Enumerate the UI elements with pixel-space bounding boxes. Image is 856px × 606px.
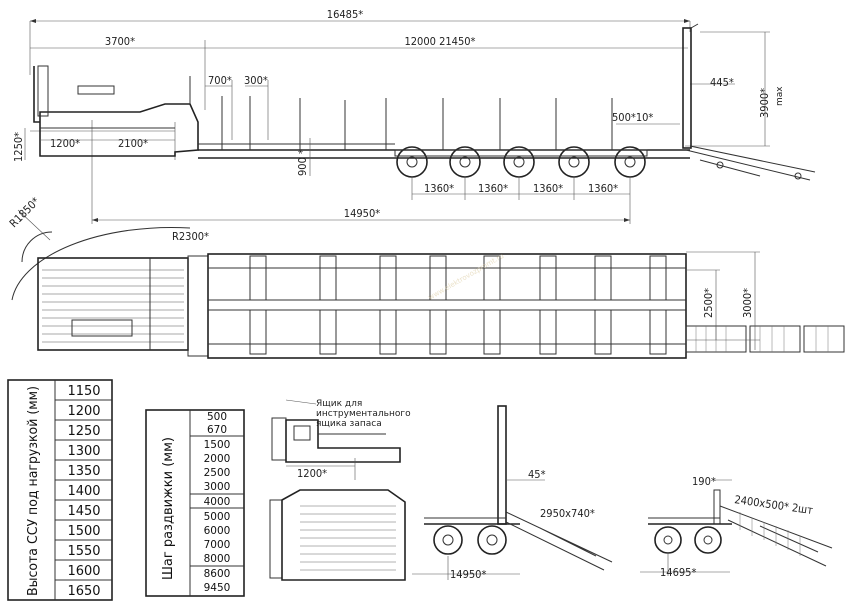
- dim-ramp-size-2: 2400x500* 2шт: [734, 493, 814, 517]
- step-value: 2500: [204, 467, 231, 479]
- step-value: 7000: [204, 539, 231, 551]
- dim-1250: 1250*: [12, 132, 25, 162]
- side-view: 16485* 3700* 12000 21450* 700* 300* 445*…: [12, 8, 816, 224]
- toolbox-note-line2: инструментального: [316, 409, 411, 419]
- dim-turn-radius: R2300*: [172, 230, 209, 243]
- height-value: 1550: [67, 544, 100, 559]
- toolbox-note-line3: ящика запаса: [316, 419, 382, 429]
- step-value: 1500: [204, 439, 231, 451]
- dim-deck-length: 12000 21450*: [404, 35, 475, 48]
- step-value: 500: [207, 411, 227, 423]
- axle-spacing-1: 1360*: [424, 182, 454, 195]
- dim-2100: 2100*: [118, 137, 148, 150]
- toolbox-detail: Ящик для инструментального ящика запаса …: [269, 399, 411, 581]
- axle-spacing-3: 1360*: [533, 182, 563, 195]
- height-table-header: Высота ССУ под нагрузкой (мм): [26, 386, 41, 596]
- step-table: Шаг раздвижки (мм) 500 670 1500 2000 250…: [145, 409, 245, 597]
- step-value: 5000: [204, 511, 231, 523]
- step-value: 670: [207, 424, 227, 436]
- dim-turn-radius-front: R1850*: [7, 195, 42, 230]
- height-value: 1250: [67, 424, 100, 439]
- height-value: 1450: [67, 504, 100, 519]
- height-value: 1200: [67, 404, 100, 419]
- dim-ramp-step: 500*10*: [612, 111, 653, 124]
- axle-spacing-4: 1360*: [588, 182, 618, 195]
- dim-190: 190*: [692, 475, 716, 488]
- dim-1200: 1200*: [50, 137, 80, 150]
- axle-spacing-2: 1360*: [478, 182, 508, 195]
- dim-overall-length: 16485*: [327, 8, 363, 21]
- step-value: 2000: [204, 453, 231, 465]
- height-table: Высота ССУ под нагрузкой (мм) 1150 1200 …: [7, 379, 113, 601]
- dim-toolbox: 1200*: [297, 467, 327, 480]
- dim-wheelbase-2: 14695*: [660, 566, 696, 579]
- dim-700: 700*: [208, 74, 232, 87]
- height-value: 1650: [67, 584, 100, 599]
- dim-height-max-unit: max: [775, 86, 785, 106]
- ramp-detail-small: 190* 2400x500* 2шт 14695*: [640, 475, 833, 579]
- dim-ramp-angle-1: 45*: [528, 468, 546, 481]
- step-value: 9450: [204, 582, 231, 594]
- ramp-detail-large: 45* 2950x740* 14950*: [412, 405, 613, 581]
- step-value: 3000: [204, 481, 231, 493]
- toolbox-note-line1: Ящик для: [316, 399, 362, 409]
- dim-wheelbase-1: 14950*: [450, 568, 486, 581]
- step-value: 4000: [204, 496, 231, 508]
- step-value: 8000: [204, 553, 231, 565]
- height-value: 1300: [67, 444, 100, 459]
- dim-gooseneck-length: 3700*: [105, 35, 135, 48]
- step-table-header: Шаг раздвижки (мм): [161, 437, 176, 580]
- step-value: 8600: [204, 568, 231, 580]
- axle-group: [394, 146, 648, 178]
- watermark: www.elektrovozpromt.ru: [427, 252, 505, 302]
- dim-900: 900 *: [296, 149, 309, 176]
- dim-height-max: 3900*: [758, 88, 771, 118]
- height-value: 1400: [67, 484, 100, 499]
- dim-inner-width: 2500*: [702, 288, 715, 318]
- top-view: R1850* R2300*: [7, 195, 845, 359]
- step-value: 6000: [204, 525, 231, 537]
- dim-wheelbase: 14950*: [344, 207, 380, 220]
- dim-rear-overhang: 445*: [710, 76, 734, 89]
- height-value: 1150: [67, 384, 100, 399]
- dim-overall-width: 3000*: [741, 288, 754, 318]
- dim-ramp-size-1: 2950x740*: [540, 507, 595, 520]
- height-value: 1600: [67, 564, 100, 579]
- height-value: 1350: [67, 464, 100, 479]
- dim-300: 300*: [244, 74, 268, 87]
- height-value: 1500: [67, 524, 100, 539]
